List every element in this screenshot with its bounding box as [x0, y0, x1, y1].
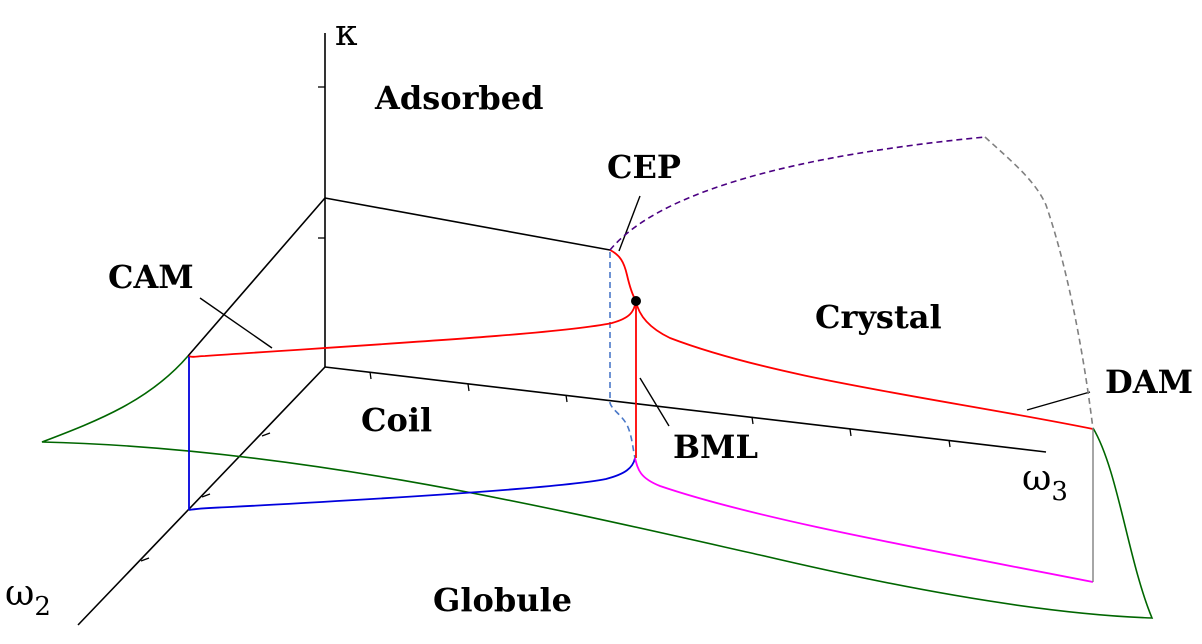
purple-dashed-curve: [609, 136, 986, 251]
black-point: [631, 296, 641, 306]
tick-marks: [140, 86, 951, 562]
omega3-subscript: 3: [1051, 477, 1068, 507]
omega3-tick: [565, 394, 568, 403]
omega2-axis: [77, 366, 326, 626]
region-label-crystal: Crystal: [815, 298, 942, 336]
omega3-tick: [948, 439, 951, 448]
red-cep-curve: [609, 249, 637, 302]
omega3-axis-label: ω3: [1022, 458, 1068, 507]
omega2-axis-label: ω2: [5, 573, 51, 622]
dam-leader-line: [1026, 391, 1091, 411]
annotation-dam: DAM: [1105, 363, 1193, 401]
annotation-bml: BML: [673, 428, 758, 466]
cam-leader-line: [199, 297, 273, 349]
blue-lines: [188, 356, 636, 511]
green-boundary-curve: [41, 355, 1154, 619]
omega3-symbol: ω: [1022, 458, 1051, 499]
cep-leader-line: [618, 195, 641, 252]
omega3-tick: [467, 383, 470, 392]
annotation-cam: CAM: [108, 258, 194, 296]
gray-dashed-curve: [984, 136, 1094, 430]
omega2-tick: [201, 493, 211, 498]
back-edge-diagonal: [187, 197, 326, 357]
back-edge-top: [324, 197, 611, 251]
annotation-cep: CEP: [607, 148, 681, 186]
blue-dashed-line: [609, 252, 636, 459]
blue-coil-globule-curve: [188, 457, 636, 511]
omega2-tick: [261, 432, 271, 437]
omega2-tick: [140, 557, 150, 562]
kappa-axis-label: κ: [335, 13, 358, 54]
bml-leader-line: [639, 377, 670, 427]
omega3-tick: [849, 428, 852, 437]
omega3-axis: [324, 366, 1047, 453]
axes-group: [77, 33, 1091, 626]
region-label-coil: Coil: [361, 401, 432, 439]
omega3-tick: [369, 371, 372, 380]
magenta-crystal-globule-line: [634, 457, 1094, 583]
region-label-adsorbed: Adsorbed: [374, 79, 544, 117]
red-lines: [188, 249, 1094, 458]
omega2-subscript: 2: [34, 592, 51, 622]
omega3-tick: [751, 416, 754, 425]
omega2-symbol: ω: [5, 573, 34, 614]
red-dam-line: [635, 300, 1094, 430]
red-cam-line: [188, 300, 637, 358]
region-label-globule: Globule: [433, 581, 572, 619]
